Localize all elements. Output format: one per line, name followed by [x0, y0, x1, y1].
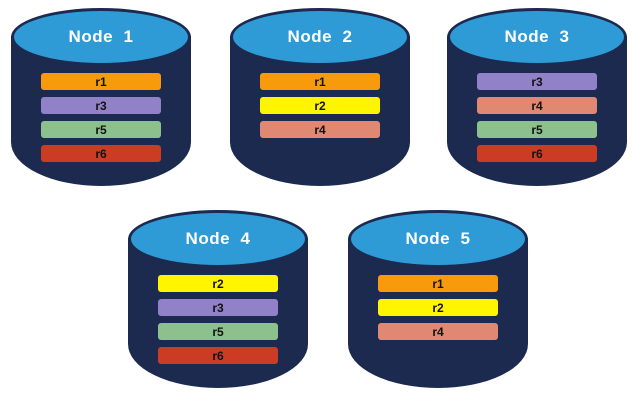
shard-bar[interactable]: r3	[158, 299, 278, 316]
node-4[interactable]: Node 4 r2 r3 r5 r6	[128, 210, 308, 396]
node-5[interactable]: Node 5 r1 r2 r4	[348, 210, 528, 396]
node-title: Node 5	[405, 229, 471, 248]
shard-bar[interactable]: r1	[378, 275, 498, 292]
node-title: Node 1	[68, 27, 134, 46]
shard-bar[interactable]: r1	[41, 73, 161, 90]
node-3[interactable]: Node 3 r3 r4 r5 r6	[447, 8, 627, 194]
shard-bar[interactable]: r2	[260, 97, 380, 114]
node-1[interactable]: Node 1 r1 r3 r5 r6	[11, 8, 191, 194]
shard-stack: r1 r3 r5 r6	[41, 73, 161, 169]
node-cylinder-top-ellipse	[11, 8, 191, 66]
shard-bar[interactable]: r5	[41, 121, 161, 138]
shard-bar[interactable]: r2	[378, 299, 498, 316]
node-cylinder-top-ellipse	[230, 8, 410, 66]
shard-bar[interactable]: r6	[477, 145, 597, 162]
node-cylinder-top-ellipse	[348, 210, 528, 268]
node-2[interactable]: Node 2 r1 r2 r4	[230, 8, 410, 194]
shard-stack: r1 r2 r4	[378, 275, 498, 347]
shard-bar[interactable]: r4	[378, 323, 498, 340]
shard-bar[interactable]: r5	[158, 323, 278, 340]
shard-bar[interactable]: r6	[158, 347, 278, 364]
shard-stack: r2 r3 r5 r6	[158, 275, 278, 371]
shard-bar[interactable]: r5	[477, 121, 597, 138]
shard-bar[interactable]: r3	[41, 97, 161, 114]
shard-stack: r1 r2 r4	[260, 73, 380, 145]
shard-bar[interactable]: r6	[41, 145, 161, 162]
shard-bar[interactable]: r4	[477, 97, 597, 114]
node-cylinder-top-ellipse	[447, 8, 627, 66]
node-title: Node 2	[287, 27, 353, 46]
node-title: Node 3	[504, 27, 570, 46]
node-cylinder-top-ellipse	[128, 210, 308, 268]
shard-bar[interactable]: r2	[158, 275, 278, 292]
shard-bar[interactable]: r1	[260, 73, 380, 90]
shard-bar[interactable]: r4	[260, 121, 380, 138]
shard-bar[interactable]: r3	[477, 73, 597, 90]
node-title: Node 4	[185, 229, 251, 248]
shard-stack: r3 r4 r5 r6	[477, 73, 597, 169]
